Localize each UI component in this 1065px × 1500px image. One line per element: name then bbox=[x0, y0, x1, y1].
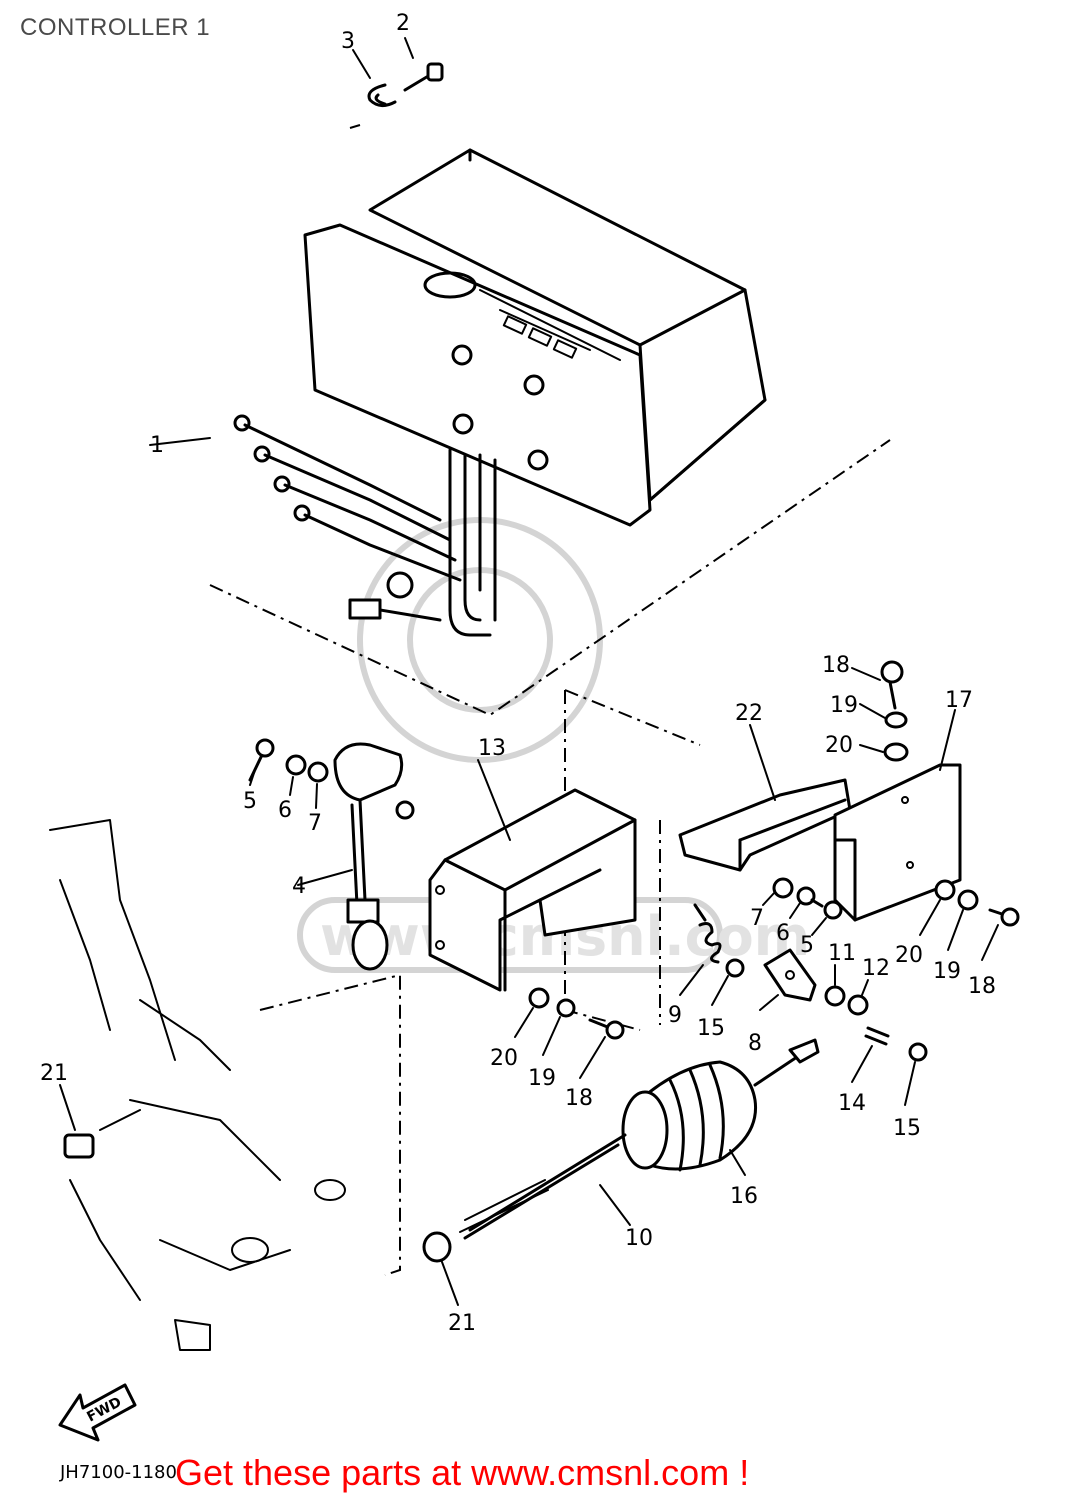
callout-5: 5 bbox=[243, 789, 257, 814]
callout-18-right: 18 bbox=[968, 974, 996, 999]
part-washer-7 bbox=[307, 761, 329, 783]
callout-16: 16 bbox=[730, 1184, 758, 1209]
part-nut-12 bbox=[847, 994, 869, 1016]
part-nut-15-b bbox=[908, 1042, 928, 1062]
part-screw-5-mid bbox=[810, 898, 843, 920]
callout-11: 11 bbox=[828, 941, 856, 966]
drawing-code: JH7100-1180 bbox=[60, 1462, 177, 1483]
callout-17: 17 bbox=[945, 688, 973, 713]
callout-5-mid: 5 bbox=[800, 933, 814, 958]
part-lever-8 bbox=[763, 948, 817, 1002]
callout-14: 14 bbox=[838, 1091, 866, 1116]
callout-3: 3 bbox=[341, 29, 355, 54]
callout-18-upper: 18 bbox=[822, 653, 850, 678]
part-bolt-2 bbox=[403, 62, 444, 92]
part-pin-14 bbox=[864, 1026, 890, 1046]
part-screw-5 bbox=[248, 738, 275, 782]
callout-labels: 1 2 3 4 5 6 7 5 6 7 8 9 10 11 12 13 14 1… bbox=[40, 11, 996, 1336]
callout-6-mid: 6 bbox=[776, 921, 790, 946]
fwd-direction-arrow: FWD bbox=[58, 1383, 137, 1442]
callout-20-lower: 20 bbox=[490, 1046, 518, 1071]
part-bracket-13 bbox=[428, 788, 637, 992]
callout-20-upper: 20 bbox=[825, 733, 853, 758]
diagram-title: CONTROLLER 1 bbox=[20, 14, 211, 41]
part-cable-10 bbox=[459, 1133, 627, 1240]
callout-18-lower: 18 bbox=[565, 1086, 593, 1111]
part-spacer-20-upper bbox=[883, 742, 909, 762]
callout-19-lower: 19 bbox=[528, 1066, 556, 1091]
callout-6: 6 bbox=[278, 798, 292, 823]
callout-12: 12 bbox=[862, 956, 890, 981]
callout-2: 2 bbox=[396, 11, 410, 36]
part-controller-box bbox=[233, 148, 767, 637]
callout-19-right: 19 bbox=[933, 959, 961, 984]
part-plate-17 bbox=[833, 763, 962, 922]
part-washer-11 bbox=[824, 985, 846, 1007]
callout-13: 13 bbox=[478, 736, 506, 761]
leader-lines bbox=[59, 37, 999, 1306]
part-washer-20-right bbox=[934, 879, 956, 901]
callout-20-right: 20 bbox=[895, 943, 923, 968]
part-washer-6-mid bbox=[796, 886, 816, 906]
part-bolt-18-right bbox=[988, 907, 1020, 927]
part-nut-21-left bbox=[63, 1133, 95, 1159]
part-bracket-22 bbox=[678, 778, 852, 872]
footer-link-text[interactable]: Get these parts at www.cmsnl.com ! bbox=[175, 1452, 750, 1493]
part-washer-19-right bbox=[957, 889, 979, 911]
callout-1: 1 bbox=[150, 433, 164, 458]
part-nut-21-bottom bbox=[422, 1231, 452, 1263]
part-clip-3 bbox=[367, 83, 397, 107]
callout-19-upper: 19 bbox=[830, 693, 858, 718]
part-washer-6 bbox=[285, 754, 307, 776]
part-washer-19-upper bbox=[884, 711, 908, 729]
part-nut-15-a bbox=[725, 958, 745, 978]
vehicle-frame-sketch bbox=[49, 819, 346, 1351]
part-washer-20-lower bbox=[528, 987, 550, 1009]
part-bolt-18-lower bbox=[588, 1018, 625, 1040]
callout-22: 22 bbox=[735, 701, 763, 726]
callout-9: 9 bbox=[668, 1003, 682, 1028]
callout-21-bottom: 21 bbox=[448, 1311, 476, 1336]
part-washer-19-lower bbox=[556, 998, 576, 1018]
callout-8: 8 bbox=[748, 1031, 762, 1056]
part-washer-7-mid bbox=[772, 877, 794, 899]
callout-7: 7 bbox=[308, 811, 322, 836]
part-bolt-18-upper bbox=[880, 660, 904, 710]
part-boot-16 bbox=[621, 1038, 820, 1172]
callout-15-a: 15 bbox=[697, 1016, 725, 1041]
callout-4: 4 bbox=[292, 874, 306, 899]
part-sensor-4 bbox=[333, 742, 415, 971]
callout-7-mid: 7 bbox=[750, 906, 764, 931]
part-spring-9 bbox=[693, 903, 722, 964]
callout-21-left: 21 bbox=[40, 1061, 68, 1086]
callout-15-b: 15 bbox=[893, 1116, 921, 1141]
callout-10: 10 bbox=[625, 1226, 653, 1251]
